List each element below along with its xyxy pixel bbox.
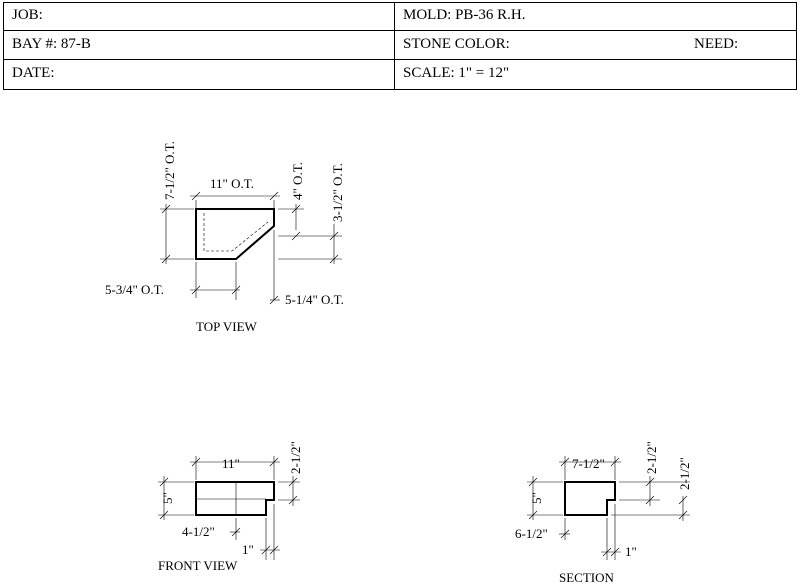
top-chamfer-dim: 4" O.T.: [290, 162, 305, 200]
dim-tick: [645, 477, 655, 487]
section-outline: [564, 481, 616, 516]
dim-tick: [269, 457, 279, 467]
dim-tick: [191, 285, 201, 295]
title-block-row-divider: [4, 59, 796, 60]
top-view-label: TOP VIEW: [196, 319, 258, 334]
mold-label: MOLD: PB-36 R.H.: [403, 7, 526, 23]
section-width-dim: 7-1/2": [572, 456, 605, 471]
dim-tick: [528, 510, 538, 520]
section-view: 7-1/2" 2-1/2" 2-1/2" 5" 6-1/2" 1" S: [515, 441, 692, 585]
top-bottom-right-dim: 5-1/4" O.T.: [285, 292, 344, 307]
top-bottom-left-dim: 5-3/4" O.T.: [105, 282, 164, 297]
front-right-height-dim: 2-1/2": [288, 441, 303, 474]
section-height-dim: 5": [529, 492, 544, 504]
top-view: 11" O.T. 7-1/2" O.T. 4" O.T. 3-1/2" O.T.…: [105, 141, 345, 334]
section-step-dim: 1": [625, 544, 637, 559]
title-block-divider: [394, 3, 395, 89]
dim-tick: [610, 457, 620, 467]
dim-tick: [288, 477, 298, 487]
section-label: SECTION: [559, 570, 615, 585]
title-block: JOB: MOLD: PB-36 R.H. BAY #: 87-B STONE …: [3, 2, 797, 90]
section-right-height-dim-2: 2-1/2": [677, 457, 692, 490]
dim-tick: [231, 527, 241, 537]
dim-tick: [329, 231, 339, 241]
dim-tick: [560, 529, 570, 539]
bay-label: BAY #: 87-B: [12, 36, 91, 52]
dim-tick: [602, 547, 612, 557]
top-view-hidden-line: [203, 213, 269, 252]
section-right-height-dim-1: 2-1/2": [644, 441, 659, 474]
dim-tick: [269, 191, 279, 201]
dim-tick: [291, 231, 301, 241]
dim-tick: [269, 295, 279, 305]
dim-tick: [528, 477, 538, 487]
dim-tick: [269, 545, 279, 555]
dim-tick: [231, 285, 241, 295]
front-height-dim: 5": [160, 492, 175, 504]
dim-tick: [159, 510, 169, 520]
dim-tick: [560, 457, 570, 467]
front-width-dim: 11": [222, 456, 240, 471]
dim-tick: [291, 204, 301, 214]
front-view: 11" 2-1/2" 5" 4-1/2" 1" FRONT VIEW: [158, 441, 303, 573]
dim-tick: [329, 254, 339, 264]
front-bottom-width-dim: 4-1/2": [182, 524, 215, 539]
scale-label: SCALE: 1" = 12": [403, 65, 510, 81]
front-step-dim: 1": [242, 542, 254, 557]
front-view-outline: [195, 481, 275, 516]
dim-tick: [159, 477, 169, 487]
title-block-row-divider: [4, 30, 796, 31]
front-view-label: FRONT VIEW: [158, 558, 238, 573]
dim-tick: [161, 254, 171, 264]
dim-tick: [645, 495, 655, 505]
need-label: NEED:: [694, 36, 739, 52]
top-width-dim: 11" O.T.: [210, 176, 254, 191]
top-right-height-dim: 3-1/2" O.T.: [330, 163, 345, 222]
dim-tick: [610, 547, 620, 557]
top-view-outline: [195, 208, 275, 260]
dim-tick: [191, 457, 201, 467]
dim-tick: [678, 510, 688, 520]
dim-tick: [288, 495, 298, 505]
stone-color-label: STONE COLOR:: [403, 36, 510, 52]
dim-tick: [261, 545, 271, 555]
job-label: JOB:: [12, 7, 43, 23]
dim-tick: [161, 204, 171, 214]
top-left-height-dim: 7-1/2" O.T.: [162, 141, 177, 200]
section-bottom-width-dim: 6-1/2": [515, 526, 548, 541]
dim-tick: [191, 191, 201, 201]
dim-tick: [678, 495, 688, 505]
date-label: DATE:: [12, 65, 55, 81]
